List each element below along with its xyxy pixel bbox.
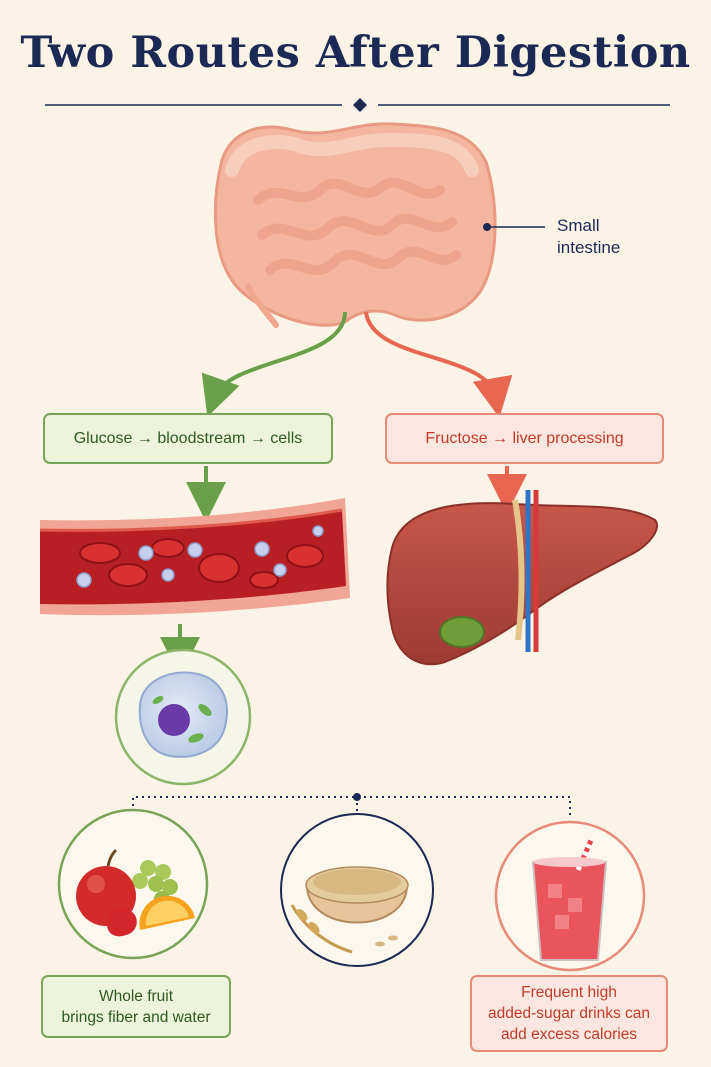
oats-bowl-icon [280, 813, 434, 967]
title-divider [45, 98, 670, 112]
fructose-route-box: Fructose → liver processing [385, 413, 664, 464]
liver-icon [386, 490, 658, 666]
blood-vessel-icon [39, 498, 350, 616]
fructose-route-arrow [364, 311, 513, 418]
connector-dot [353, 793, 361, 801]
fruit-icon [57, 808, 209, 960]
page-title: Two Routes After Digestion [20, 28, 691, 78]
intestine-callout-line [483, 223, 545, 231]
cell-icon [114, 648, 252, 786]
red-drink-icon [494, 820, 646, 972]
fruit-note-box: Whole fruit brings fiber and water [41, 975, 231, 1038]
glucose-route-box: Glucose → bloodstream → cells [43, 413, 333, 464]
drink-note-box: Frequent high added-sugar drinks can add… [470, 975, 668, 1052]
dotted-connector [132, 796, 571, 818]
small-intestine-icon [213, 122, 497, 328]
intestine-label: Small intestine [557, 216, 621, 257]
glucose-route-arrow [201, 311, 347, 417]
